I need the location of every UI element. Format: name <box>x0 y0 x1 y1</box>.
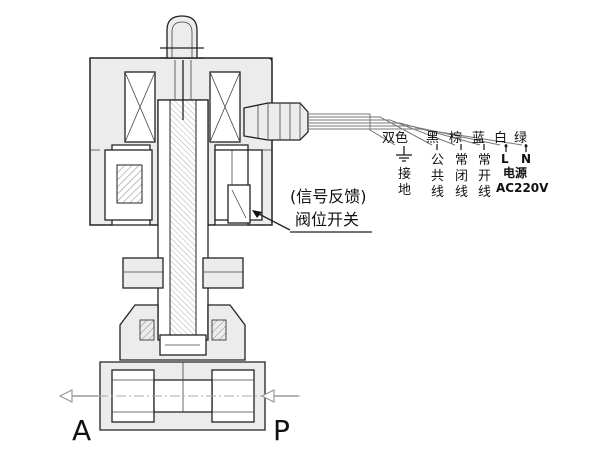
ground-func-char: 地 <box>398 183 411 198</box>
reed-switch <box>227 150 251 224</box>
ground-func-char: 接 <box>398 166 411 182</box>
no-func-char: 线 <box>478 185 491 200</box>
nc-func-char: 闭 <box>455 169 468 184</box>
common-func-char: 公 <box>431 153 444 168</box>
inlet-arrow <box>260 389 298 403</box>
terminal-n-label: N <box>521 152 531 166</box>
nc-func-char: 常 <box>455 153 468 168</box>
outlet-arrow <box>58 389 98 403</box>
valve-body <box>99 361 266 431</box>
bonnet <box>119 304 246 361</box>
terminal-pins <box>436 144 528 152</box>
wire-color-ground: 双色 <box>382 130 408 146</box>
inlet-port-label: P <box>273 414 290 447</box>
common-func-char: 线 <box>431 185 444 200</box>
top-cap <box>160 15 204 59</box>
outlet-port-label: A <box>72 414 91 447</box>
feedback-label-line2: 阀位开关 <box>295 210 359 229</box>
power-voltage: AC220V <box>496 181 549 195</box>
wire-color-green: 绿 <box>514 131 527 146</box>
power-label: 电源 <box>503 165 527 180</box>
wire-color-white: 白 <box>494 130 507 146</box>
coil-winding-right <box>209 71 241 143</box>
wire-color-brown: 棕 <box>449 131 462 146</box>
feedback-leader <box>252 210 372 233</box>
flange-nut <box>122 257 244 289</box>
feedback-label-line1: (信号反馈) <box>290 187 367 206</box>
wire-color-black: 黑 <box>426 131 439 146</box>
no-func-char: 常 <box>478 153 491 168</box>
terminal-l-label: L <box>501 152 509 166</box>
wire-color-blue: 蓝 <box>472 131 485 146</box>
ground-symbol <box>396 146 412 162</box>
coil-winding-left <box>124 71 156 143</box>
wire-bundle <box>308 113 523 146</box>
common-func-char: 共 <box>431 169 444 184</box>
nc-func-char: 线 <box>455 185 468 200</box>
no-func-char: 开 <box>478 169 491 184</box>
armature-tube <box>157 60 209 341</box>
cable-gland <box>243 102 309 141</box>
